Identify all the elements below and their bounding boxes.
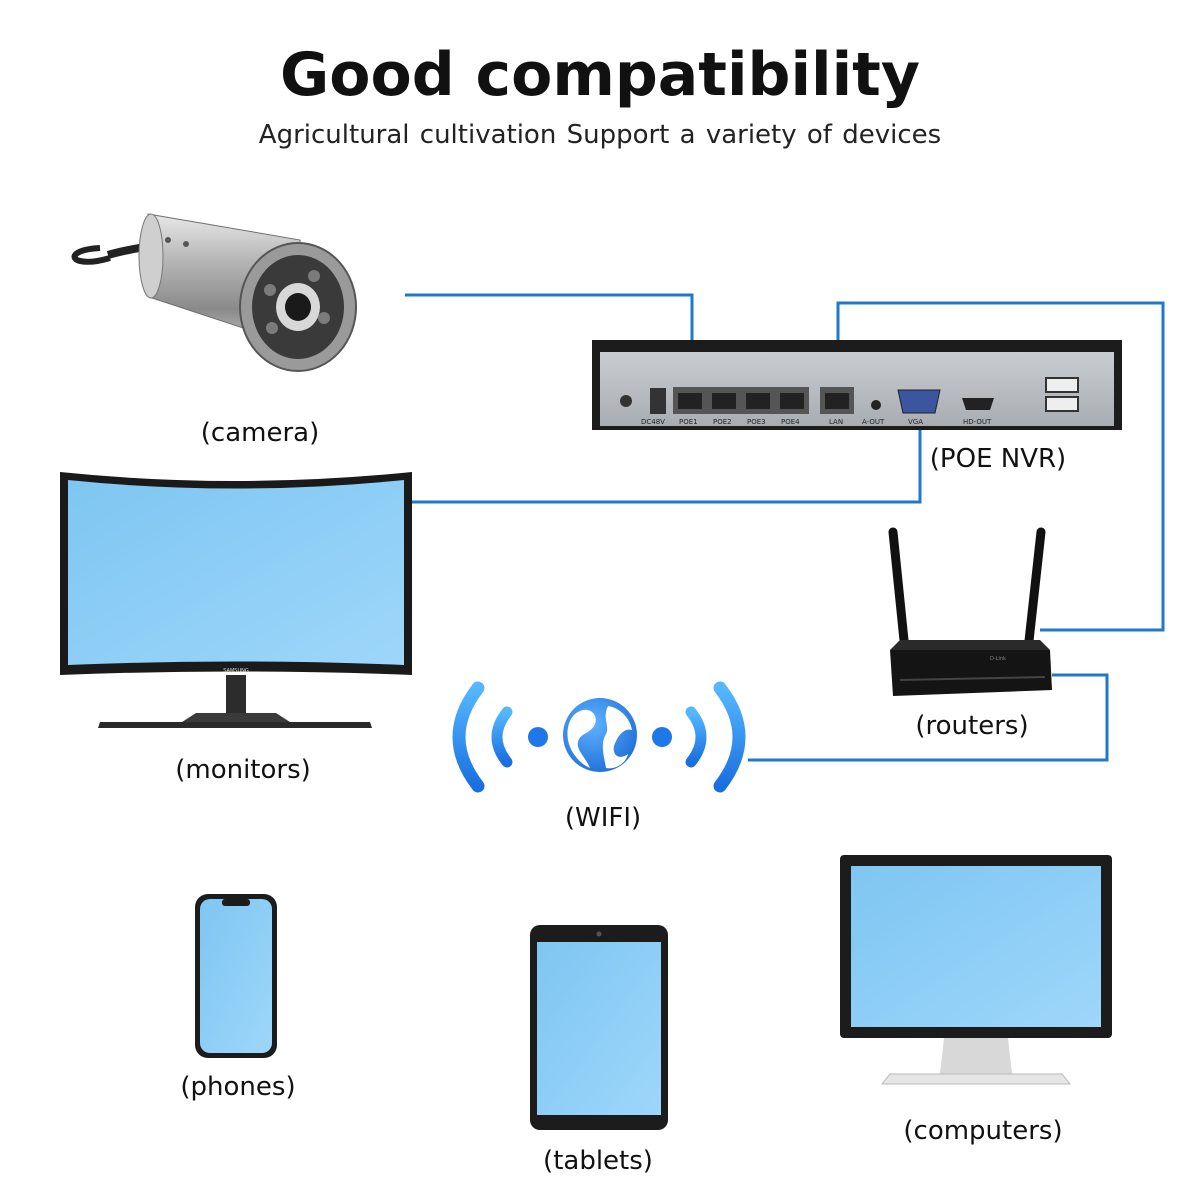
connection-lines	[405, 293, 1165, 762]
port-label-poe3: POE3	[747, 418, 766, 426]
poe-ports	[673, 387, 809, 414]
router-brand-mark: D-Link	[990, 656, 1006, 662]
globe-icon	[563, 698, 637, 772]
page-subtitle: Agricultural cultivation Support a varie…	[258, 120, 942, 150]
monitor-icon: SAMSUNG	[60, 472, 412, 728]
camera-label: (camera)	[201, 418, 319, 448]
camera-icon	[71, 213, 357, 372]
lan-to-router-line	[836, 301, 1165, 632]
monitors-label: (monitors)	[175, 755, 311, 785]
router-to-wifi-line	[748, 673, 1109, 762]
tablets-label: (tablets)	[543, 1146, 653, 1176]
nvr-icon: DC48V POE1 POE2 POE3 POE4 LAN A-OUT VGA …	[592, 340, 1122, 430]
wifi-label: (WIFI)	[565, 803, 641, 833]
monitor-brand-mark: SAMSUNG	[223, 668, 249, 674]
port-label-poe1: POE1	[679, 418, 698, 426]
port-label-power: DC48V	[641, 418, 665, 426]
port-label-lan: LAN	[829, 418, 843, 426]
wifi-dot-right	[652, 727, 672, 747]
phones-label: (phones)	[180, 1072, 295, 1102]
port-label-poe2: POE2	[713, 418, 732, 426]
tablet-icon	[530, 925, 668, 1130]
phone-icon	[195, 894, 277, 1058]
port-label-hdout: HD-OUT	[963, 418, 992, 426]
port-label-aout: A-OUT	[862, 418, 885, 426]
port-label-poe4: POE4	[781, 418, 800, 426]
wifi-icon	[452, 681, 746, 793]
routers-label: (routers)	[915, 711, 1028, 741]
monitor-to-vga-line	[412, 418, 922, 504]
computers-label: (computers)	[903, 1116, 1062, 1146]
page-title: Good compatibility	[280, 40, 920, 110]
router-icon: D-Link	[888, 527, 1052, 696]
computer-icon	[840, 855, 1112, 1085]
port-label-vga: VGA	[908, 418, 923, 426]
wifi-dot-left	[528, 727, 548, 747]
nvr-label: (POE NVR)	[930, 444, 1066, 474]
